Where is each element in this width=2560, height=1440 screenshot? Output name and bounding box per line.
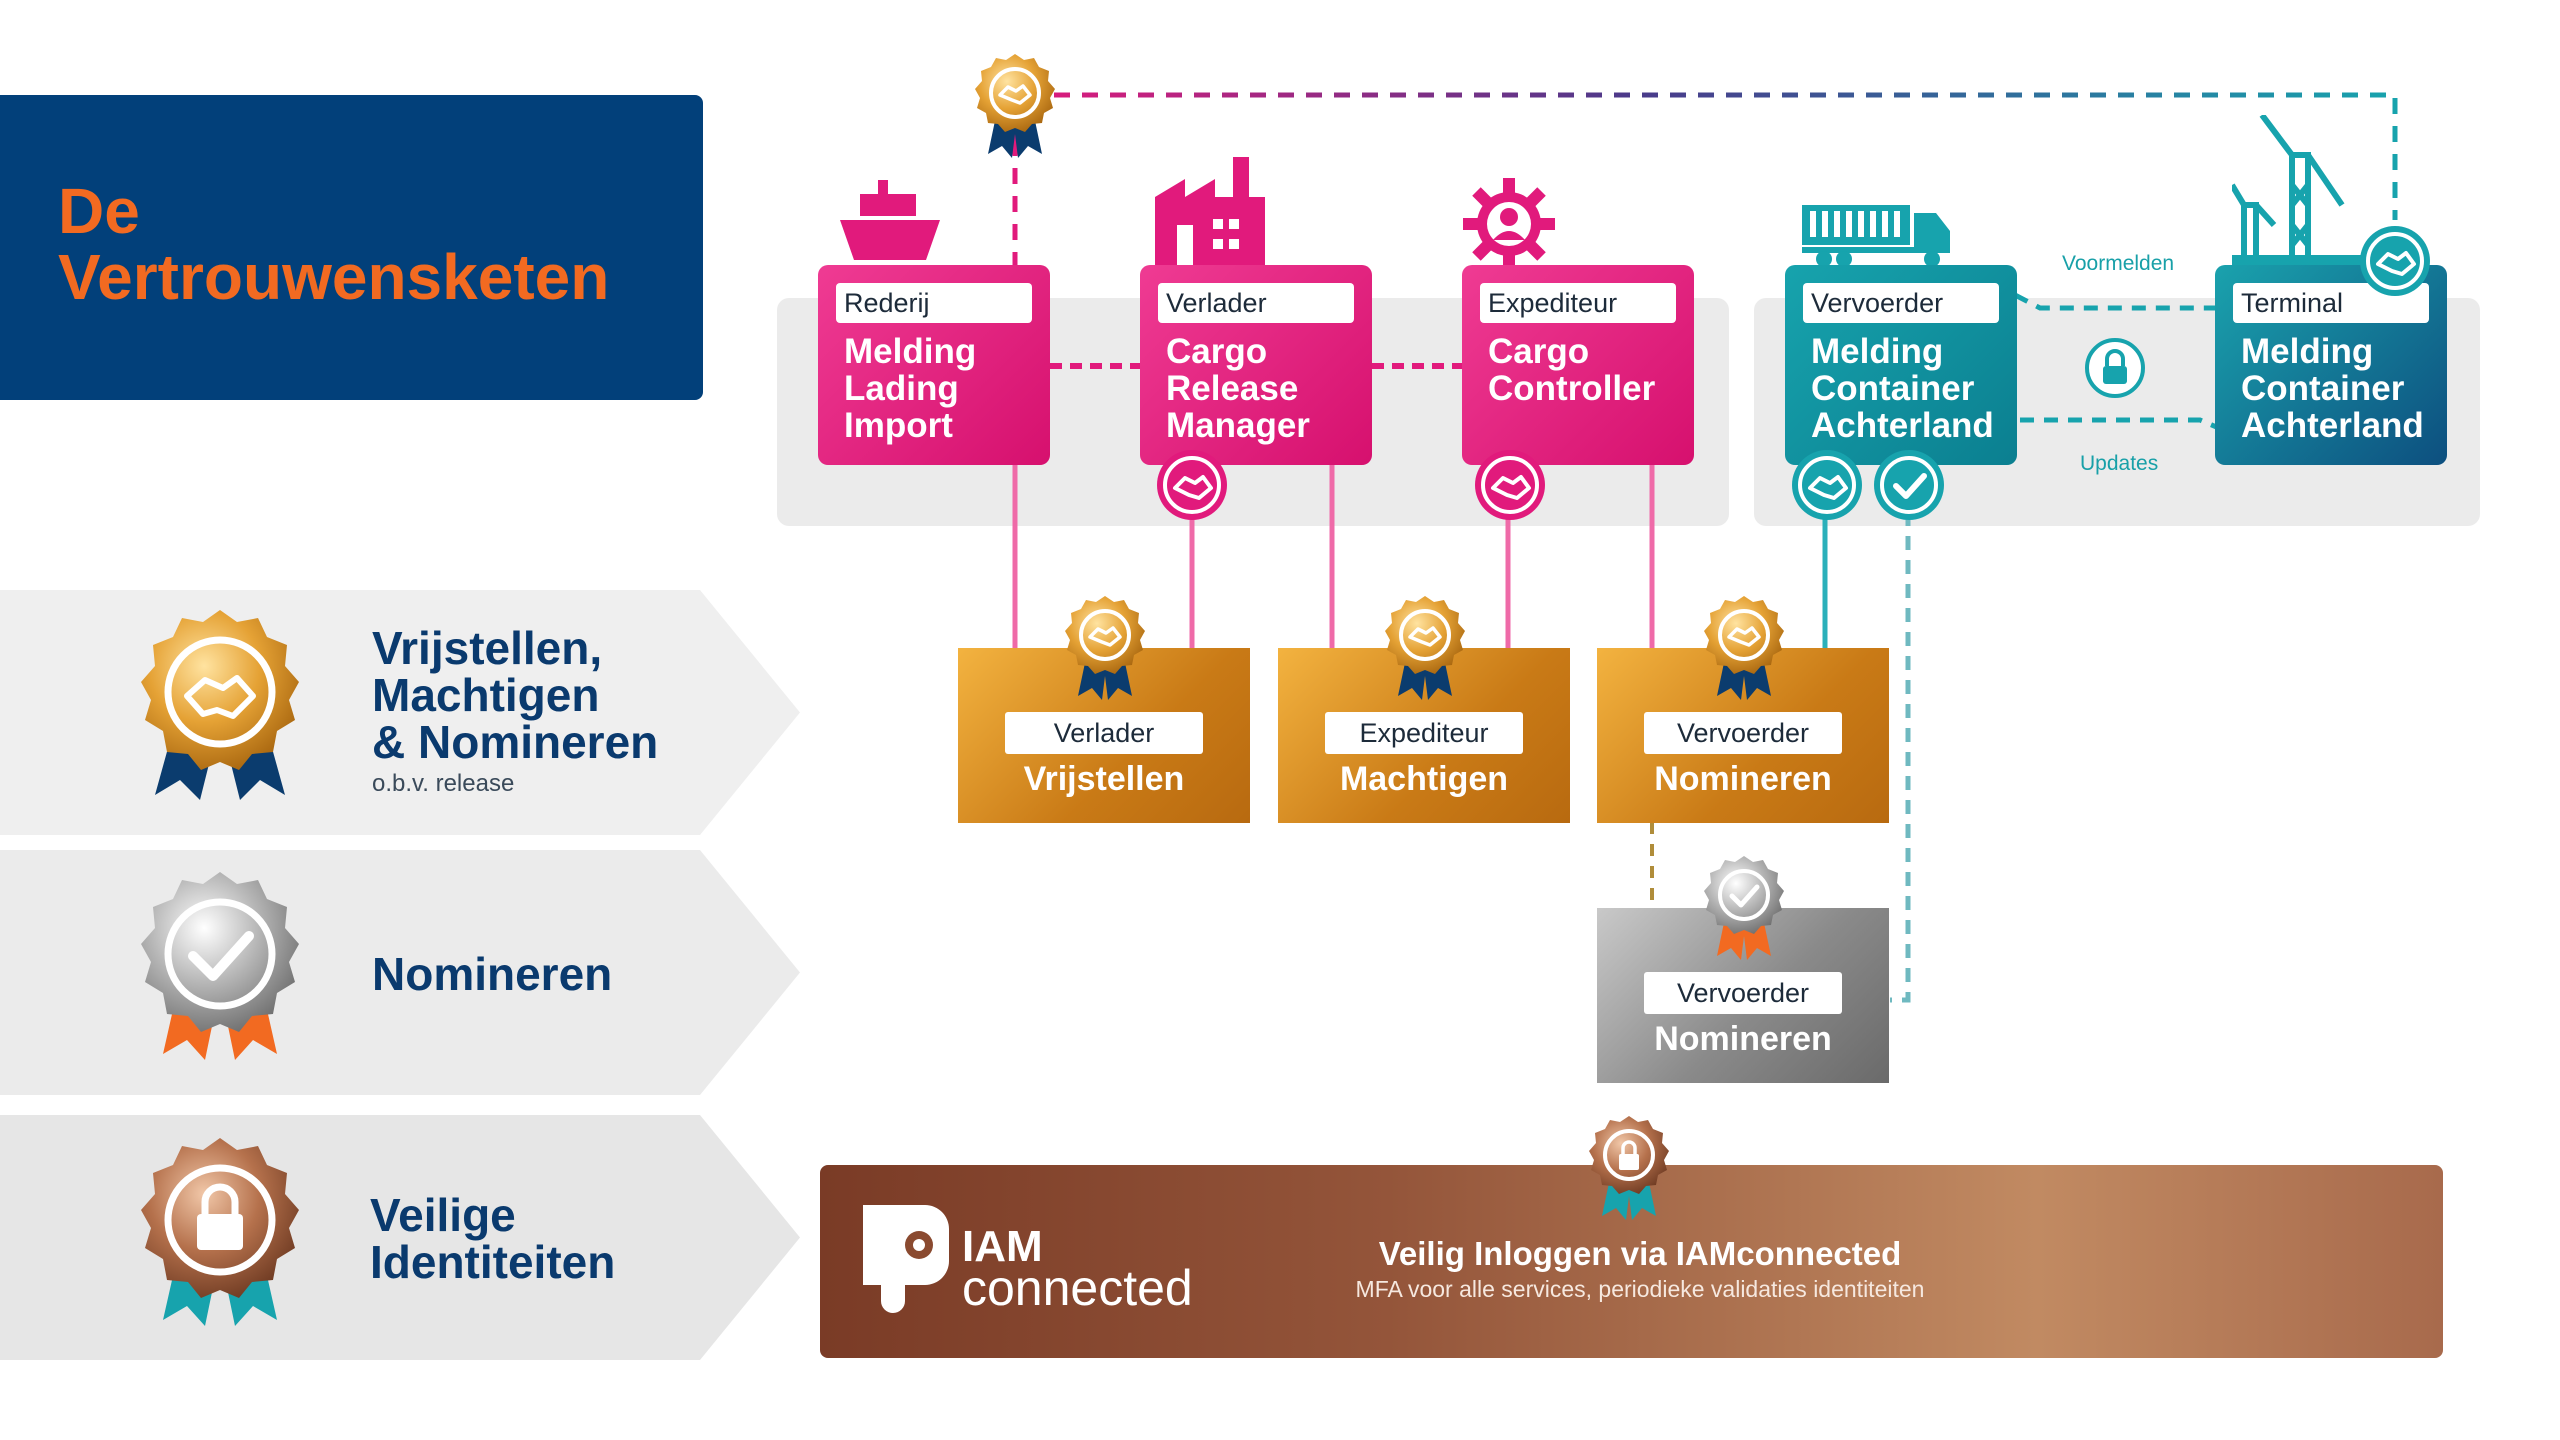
legend-identity-line-2: Identiteiten	[370, 1236, 616, 1288]
handshake-icon	[1792, 450, 1862, 520]
role-label: Rederij	[836, 283, 1032, 323]
updates-label: Updates	[2080, 452, 2159, 475]
delegation-action: Machtigen	[1339, 760, 1509, 798]
role-card-vervoerder: Vervoerder Melding Container Achterland	[1785, 265, 2017, 465]
legend-identity-line-1: Veilige	[370, 1189, 516, 1241]
role-body-line: Release	[1166, 369, 1299, 408]
role-body: Cargo Release Manager	[1166, 333, 1310, 444]
legend-identity-title: Veilige Identiteiten	[370, 1192, 615, 1286]
delegation-label: Verlader	[1005, 712, 1203, 754]
iam-logo-text-1: IAM	[962, 1222, 1043, 1271]
nomination-label: Vervoerder	[1644, 972, 1842, 1014]
handshake-seal-icon	[1704, 596, 1784, 700]
title-line-2: Vertrouwensketen	[58, 241, 610, 313]
role-body: Cargo Controller	[1488, 333, 1655, 407]
legend-nominate-title: Nomineren	[372, 948, 613, 1000]
lock-icon	[2085, 338, 2145, 398]
role-label: Expediteur	[1480, 283, 1676, 323]
iam-logo-icon	[863, 1205, 949, 1313]
pre-notice-label: Voormelden	[2062, 252, 2175, 275]
title-panel	[0, 95, 703, 400]
role-card-verlader: Verlader Cargo Release Manager	[1140, 265, 1372, 465]
role-label: Verlader	[1158, 283, 1354, 323]
role-card-terminal: Terminal Melding Container Achterland	[2215, 265, 2447, 465]
delegation-box-machtigen: Expediteur Machtigen	[1278, 648, 1570, 823]
legend-release-line-2: Machtigen	[372, 669, 600, 721]
page-title: De Vertrouwensketen	[58, 178, 609, 310]
truck-icon	[1802, 205, 1950, 267]
role-body-line: Melding	[844, 332, 977, 371]
role-body-line: Import	[844, 406, 953, 445]
role-body: Melding Lading Import	[844, 333, 976, 444]
handshake-seal-icon	[975, 54, 1055, 158]
role-body: Melding Container Achterland	[1811, 333, 1994, 444]
title-line-1: De	[58, 175, 140, 247]
delegation-action: Vrijstellen	[1023, 760, 1185, 798]
handshake-icon	[1475, 450, 1545, 520]
role-body-line: Container	[2241, 369, 2405, 408]
check-badge-icon	[141, 872, 299, 1060]
role-body: Melding Container Achterland	[2241, 333, 2424, 444]
legend-release-line-1: Vrijstellen,	[372, 622, 603, 674]
lock-seal-icon	[1589, 1116, 1669, 1220]
delegation-label: Vervoerder	[1644, 712, 1842, 754]
iam-subline: MFA voor alle services, periodieke valid…	[1355, 1276, 1925, 1302]
role-body-line: Container	[1811, 369, 1975, 408]
nomination-box: Vervoerder Nomineren	[1597, 908, 1889, 1083]
role-label: Vervoerder	[1803, 283, 1999, 323]
role-body-line: Controller	[1488, 369, 1656, 408]
handshake-icon	[2360, 226, 2430, 296]
legend-row-nominate	[0, 850, 800, 1095]
role-label: Terminal	[2233, 283, 2429, 323]
role-body-line: Manager	[1166, 406, 1310, 445]
legend-release-line-3: & Nomineren	[372, 716, 659, 768]
role-body-line: Achterland	[1811, 406, 1994, 445]
role-body-line: Cargo	[1488, 332, 1590, 371]
crane-icon	[2232, 115, 2362, 267]
handshake-icon	[1157, 450, 1227, 520]
legend-release-title: Vrijstellen, Machtigen & Nomineren	[372, 625, 658, 766]
role-body-line: Melding	[1811, 332, 1944, 371]
role-body-line: Lading	[844, 369, 959, 408]
delegation-label: Expediteur	[1325, 712, 1523, 754]
delegation-action: Nomineren	[1654, 760, 1832, 798]
role-card-rederij: Rederij Melding Lading Import	[818, 265, 1050, 465]
ship-icon	[840, 180, 940, 260]
legend-row-release	[0, 590, 800, 835]
legend-row-identity	[0, 1115, 800, 1360]
check-seal-icon	[1704, 856, 1784, 960]
iam-logo-text-2: connected	[962, 1260, 1193, 1316]
legend-release-subtitle: o.b.v. release	[372, 770, 515, 797]
nomination-action: Nomineren	[1654, 1020, 1832, 1058]
factory-icon	[1155, 157, 1265, 267]
role-body-line: Achterland	[2241, 406, 2424, 445]
gear-person-icon	[1463, 178, 1555, 270]
handshake-seal-icon	[1385, 596, 1465, 700]
iam-headline: Veilig Inloggen via IAMconnected	[1378, 1235, 1902, 1272]
lock-badge-icon	[141, 1138, 299, 1326]
role-body-line: Cargo	[1166, 332, 1268, 371]
role-card-expediteur: Expediteur Cargo Controller	[1462, 265, 1694, 465]
check-icon	[1874, 450, 1944, 520]
handshake-badge-icon	[141, 610, 299, 800]
handshake-seal-icon	[1065, 596, 1145, 700]
role-body-line: Melding	[2241, 332, 2374, 371]
